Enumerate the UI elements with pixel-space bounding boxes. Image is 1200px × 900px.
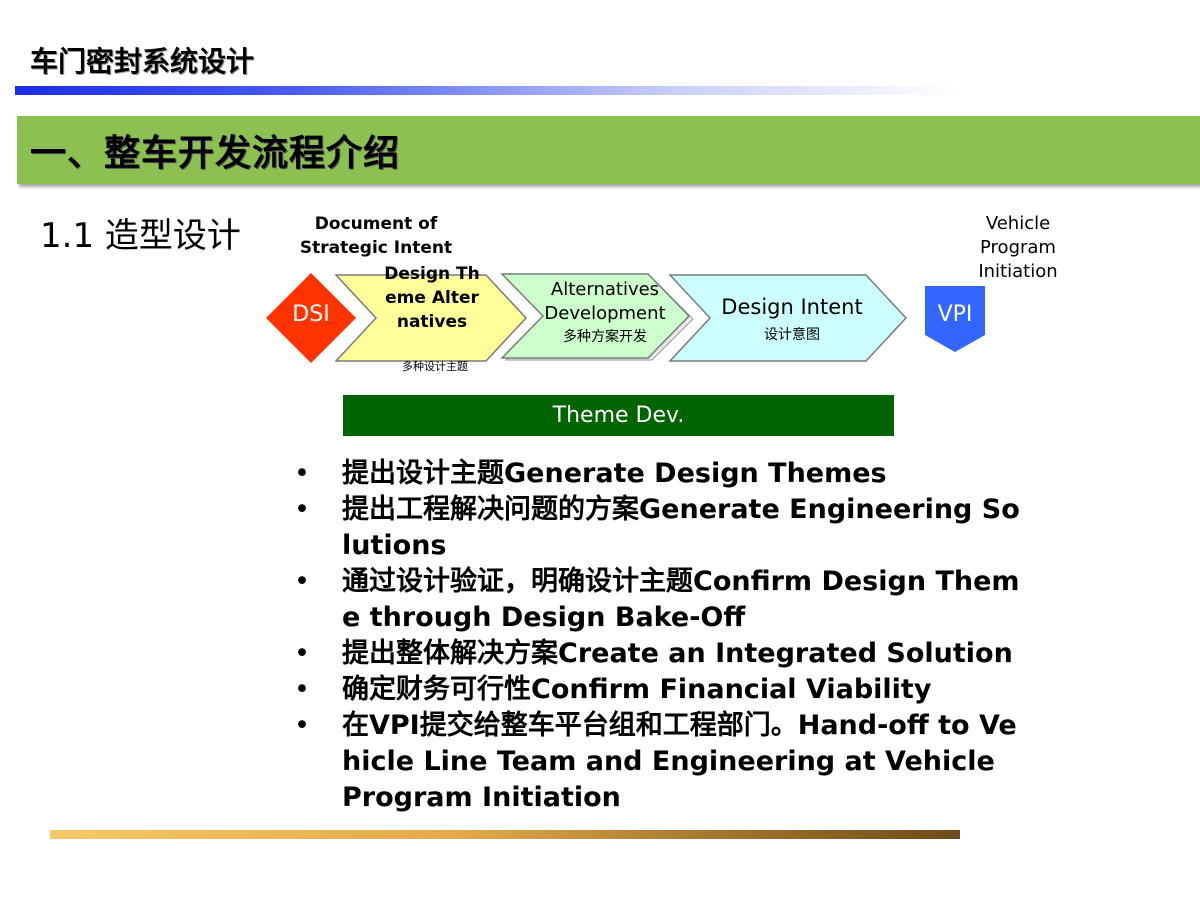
dsi-label: DSI	[292, 302, 330, 327]
bullet-list: • 提出设计主题Generate Design Themes • 提出工程解决问题的…	[290, 456, 1020, 816]
list-item-text: 提出整体解决方案Create an Integrated Solution	[342, 638, 1013, 669]
bullet-icon: •	[294, 566, 310, 597]
bullet-icon: •	[294, 638, 310, 669]
dsi-caption: Document of Strategic Intent	[299, 214, 453, 258]
alternatives-label: Alternatives Development	[544, 279, 666, 324]
design-intent-label: Design Intent	[721, 295, 863, 319]
list-item-text: 提出工程解决问题的方案Generate Engineering Solution…	[342, 494, 1020, 561]
list-item-text: 提出设计主题Generate Design Themes	[342, 458, 887, 489]
alternatives-sublabel: 多种方案开发	[563, 329, 647, 345]
theme-dev-label: Theme Dev.	[552, 403, 685, 428]
vpi-pentagon	[925, 286, 985, 352]
alternatives-chevron	[500, 273, 691, 359]
header-divider	[15, 86, 960, 95]
bullet-icon: •	[294, 674, 310, 705]
bullet-icon: •	[294, 710, 310, 741]
design-theme-chevron	[334, 274, 528, 362]
section-banner	[17, 116, 1200, 184]
theme-dev-bar: Theme Dev.	[343, 395, 894, 436]
design-theme-sublabel: 多种设计主题	[402, 360, 468, 373]
list-item: • 确定财务可行性Confirm Financial Viability	[290, 672, 1020, 708]
list-item-text: 通过设计验证，明确设计主题Confirm Design Theme throug…	[342, 566, 1020, 633]
process-flow-diagram	[266, 273, 985, 363]
design-intent-chevron	[668, 274, 908, 362]
list-item-text: 确定财务可行性Confirm Financial Viability	[342, 674, 932, 705]
subsection-title: 1.1 造型设计	[40, 216, 241, 256]
design-theme-label: Design Theme Alternatives	[384, 264, 480, 332]
list-item: • 通过设计验证，明确设计主题Confirm Design Theme throu…	[290, 564, 1020, 636]
design-intent-sublabel: 设计意图	[764, 327, 820, 343]
page-title: 车门密封系统设计	[30, 45, 255, 78]
list-item: • 提出工程解决问题的方案Generate Engineering Solutio…	[290, 492, 1020, 564]
list-item-text: 在VPI提交给整车平台组和工程部门。Hand-off to Vehicle Li…	[342, 710, 1017, 813]
section-title: 一、整车开发流程介绍	[30, 133, 401, 174]
footer-divider	[50, 830, 960, 839]
list-item: • 在VPI提交给整车平台组和工程部门。Hand-off to Vehicle L…	[290, 708, 1020, 816]
bullet-icon: •	[294, 494, 310, 525]
vpi-caption: Vehicle Program Initiation	[978, 213, 1058, 282]
list-item: • 提出设计主题Generate Design Themes	[290, 456, 1020, 492]
list-item: • 提出整体解决方案Create an Integrated Solution	[290, 636, 1020, 672]
vpi-label: VPI	[937, 302, 973, 327]
bullet-icon: •	[294, 458, 310, 489]
dsi-diamond	[266, 273, 356, 363]
